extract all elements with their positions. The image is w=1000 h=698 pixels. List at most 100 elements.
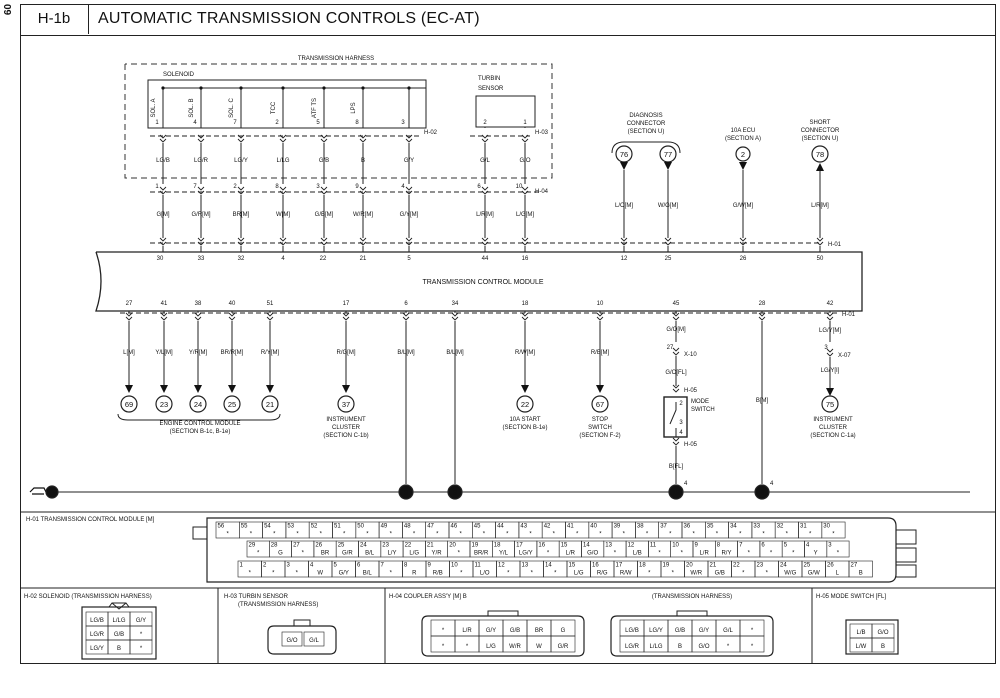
h04-right-pin-value: * bbox=[751, 644, 754, 650]
wire-color-label: LG/B bbox=[156, 158, 170, 164]
h01-connector-chevron-icon bbox=[664, 237, 672, 246]
row2-pin-value: * bbox=[257, 551, 260, 557]
h04-pin-number: 9 bbox=[355, 184, 359, 190]
tcm-top-pin-number: 33 bbox=[198, 256, 205, 262]
h02-label: H-02 bbox=[424, 130, 438, 136]
transmission-harness-title: TRANSMISSION HARNESS bbox=[298, 56, 374, 62]
wire-color-label: L/R[M] bbox=[811, 203, 829, 209]
row1-pin-value: * bbox=[250, 532, 253, 538]
row3-pin-number: 15 bbox=[569, 563, 576, 569]
wire-color-label: R/W[M] bbox=[515, 350, 535, 356]
row2-pin-value: B/L bbox=[365, 551, 375, 557]
mode-switch-label: MODE bbox=[691, 399, 709, 405]
row2-pin-value: R/Y bbox=[721, 551, 731, 557]
row2-pin-number: 22 bbox=[405, 543, 412, 549]
row1-pin-number: 45 bbox=[474, 524, 481, 530]
row2-pin-number: 9 bbox=[695, 543, 699, 549]
h04-pin-number: 6 bbox=[477, 184, 481, 190]
h02-pin-value: G/B bbox=[114, 632, 124, 638]
h04-right-latch-icon bbox=[676, 610, 708, 617]
row3-pin-value: B bbox=[859, 571, 863, 577]
h04-pinout-subtitle: (TRANSMISSION HARNESS) bbox=[652, 594, 732, 600]
row2-pin-value: * bbox=[681, 551, 684, 557]
turbin-pin-number: 1 bbox=[523, 120, 527, 126]
stop-label: STOP bbox=[592, 417, 608, 423]
h01-connector-chevron-icon bbox=[402, 312, 410, 321]
h04-right-pin-value: L/LG bbox=[649, 644, 662, 650]
tcm-top-pin-number: 25 bbox=[665, 256, 672, 262]
row1-pin-number: 46 bbox=[451, 524, 458, 530]
row1-pin-value: * bbox=[576, 532, 579, 538]
ecm-pin-ref-number: 23 bbox=[160, 400, 168, 409]
ecm-label: ENGINE CONTROL MODULE bbox=[159, 421, 240, 427]
diagram-frame bbox=[20, 4, 996, 664]
row2-pin-value: * bbox=[302, 551, 305, 557]
row1-pin-value: * bbox=[320, 532, 323, 538]
h01-connector-chevron-icon bbox=[521, 312, 529, 321]
row3-pin-value: * bbox=[507, 571, 510, 577]
solenoid-name: SOL. C bbox=[229, 98, 235, 118]
cluster-label: (SECTION C-1b) bbox=[323, 433, 368, 439]
h02-connector-chevron-icon bbox=[405, 134, 413, 143]
h04-right-pin-value: LG/Y bbox=[649, 628, 663, 634]
tcm-label: TRANSMISSION CONTROL MODULE bbox=[422, 279, 543, 286]
tcm-top-pin-number: 32 bbox=[238, 256, 245, 262]
row2-pin-value: G/O bbox=[587, 551, 598, 557]
row3-pin-value: L/G bbox=[574, 571, 584, 577]
tcm-bottom-pin-number: 41 bbox=[161, 301, 168, 307]
row1-pin-number: 36 bbox=[684, 524, 691, 530]
row1-pin-value: * bbox=[459, 532, 462, 538]
h02-pin-value: B bbox=[117, 646, 121, 652]
ecm-pin-ref-number: 24 bbox=[194, 400, 202, 409]
h05-label: H-05 bbox=[684, 388, 698, 394]
start-pin-ref-number: 22 bbox=[521, 400, 529, 409]
wire-color-label: B[FL] bbox=[669, 464, 684, 470]
start-label: 10A START bbox=[509, 417, 540, 423]
row2-pin-number: 10 bbox=[672, 543, 679, 549]
tcm-top-pin-number: 50 bbox=[817, 256, 824, 262]
h04-connector-chevron-icon bbox=[159, 186, 167, 195]
ground-point-ref bbox=[398, 484, 414, 500]
h01-connector-chevron-icon bbox=[342, 312, 350, 321]
tcm-top-pin-number: 4 bbox=[281, 256, 285, 262]
cluster-label: INSTRUMENT bbox=[326, 417, 366, 423]
wire-color-label: G/Y bbox=[404, 158, 414, 164]
row3-pin-value: * bbox=[531, 571, 534, 577]
h03-connector-outline bbox=[267, 625, 337, 655]
row1-pin-value: * bbox=[366, 532, 369, 538]
row2-pin-number: 13 bbox=[605, 543, 612, 549]
h02-pin-value: LG/R bbox=[90, 632, 105, 638]
h04-right-pin-value: * bbox=[751, 628, 754, 634]
row1-pin-number: 38 bbox=[637, 524, 644, 530]
row1-pin-number: 37 bbox=[660, 524, 667, 530]
tcm-top-pin-number: 21 bbox=[360, 256, 367, 262]
junction-dot bbox=[322, 86, 326, 90]
pin-number: 4 bbox=[684, 481, 688, 487]
x07-pin: 3 bbox=[824, 345, 828, 351]
cluster-pin-ref-number: 37 bbox=[342, 400, 350, 409]
row1-pin-value: * bbox=[669, 532, 672, 538]
row3-pin-number: 23 bbox=[757, 563, 764, 569]
tcm-bottom-pin-number: 10 bbox=[597, 301, 604, 307]
h05-chevron-icon bbox=[672, 437, 680, 446]
h04-left-pin-value: * bbox=[442, 628, 445, 634]
h04-pin-number: 3 bbox=[316, 184, 320, 190]
wire-color-label: R/B[M] bbox=[591, 350, 610, 356]
row3-pin-number: 27 bbox=[851, 563, 858, 569]
h01-pinout-title: H-01 TRANSMISSION CONTROL MODULE [M] bbox=[26, 517, 155, 523]
row1-pin-value: * bbox=[413, 532, 416, 538]
row1-pin-number: 48 bbox=[404, 524, 411, 530]
row1-pin-number: 51 bbox=[334, 524, 341, 530]
h02-pin-value: LG/Y bbox=[90, 646, 104, 652]
row3-pin-value: * bbox=[272, 571, 275, 577]
short-connector-arrow-icon bbox=[816, 163, 824, 171]
ecm-pin-ref-number: 25 bbox=[228, 400, 236, 409]
h02-pin-value: LG/B bbox=[90, 618, 104, 624]
ecm-pin-ref-number: 69 bbox=[125, 400, 133, 409]
row2-pin-number: 27 bbox=[293, 543, 300, 549]
row2-pin-value: BR/R bbox=[474, 551, 489, 557]
row3-pin-number: 26 bbox=[827, 563, 834, 569]
tcm-bottom-pin-number: 45 bbox=[673, 301, 680, 307]
ecu-arrow-icon bbox=[739, 162, 747, 170]
h03-pinout-title: H-03 TURBIN SENSOR bbox=[224, 594, 289, 600]
